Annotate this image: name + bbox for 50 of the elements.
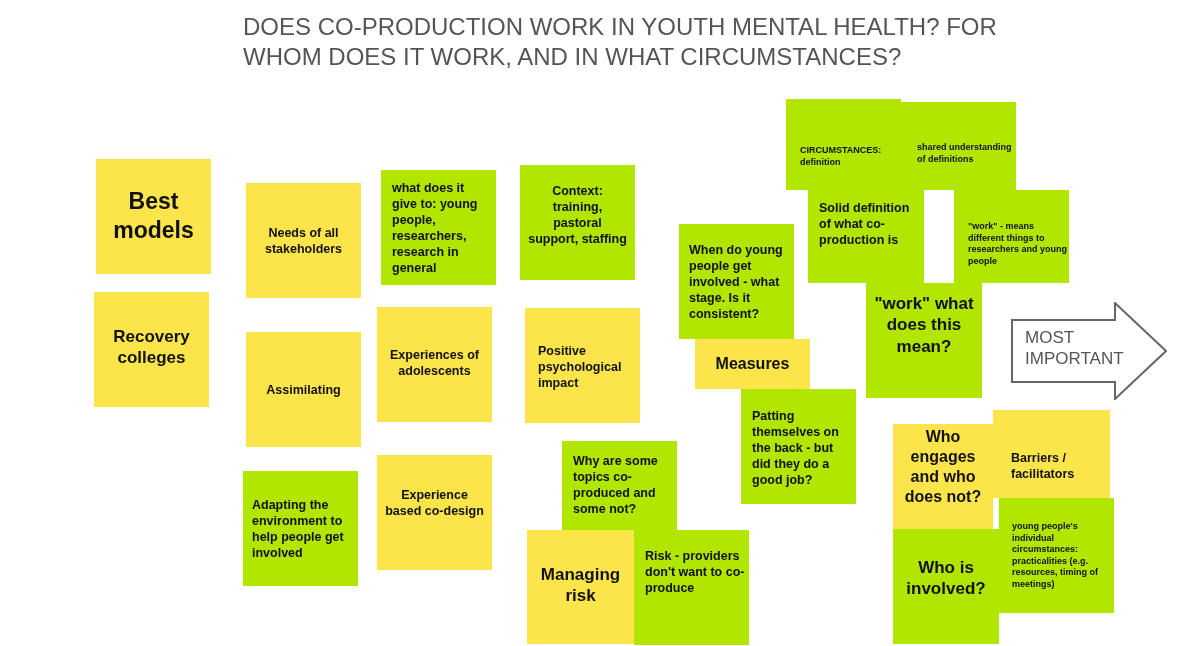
- sticky-note: [381, 170, 496, 285]
- note-text: Context: training, pastoral support, staffing: [528, 183, 627, 247]
- note-text: MOST IMPORTANT: [1025, 327, 1125, 370]
- note-text: CIRCUMSTANCES: definition: [800, 145, 883, 169]
- note-text: When do young people get involved - what stage. Is it consistent?: [689, 242, 784, 322]
- sticky-note: [377, 307, 492, 422]
- sticky-note: [993, 410, 1110, 498]
- note-text: Measures: [714, 354, 791, 374]
- sticky-note: [520, 165, 635, 280]
- sticky-note: [246, 183, 361, 298]
- sticky-note: [246, 332, 361, 447]
- note-text: Managing risk: [539, 564, 622, 607]
- sticky-note: [695, 339, 810, 389]
- note-text: Needs of all stakeholders: [263, 225, 344, 257]
- note-text: Experiences of adolescents: [389, 347, 480, 379]
- note-text: Why are some topics co-produced and some not?: [573, 453, 659, 517]
- note-text: Best models: [112, 187, 195, 245]
- note-text: Experience based co-design: [385, 487, 484, 519]
- sticky-note: [562, 441, 677, 530]
- sticky-note: [893, 529, 999, 644]
- sticky-note: [893, 424, 993, 529]
- note-text: Who engages and who does not?: [903, 427, 983, 507]
- sticky-note: [377, 455, 492, 570]
- sticky-note: [243, 471, 358, 586]
- note-text: Risk - providers don't want to co-produce: [645, 548, 745, 596]
- note-text: Barriers / facilitators: [1011, 450, 1076, 482]
- note-text: shared understanding of definitions: [917, 142, 1012, 166]
- sticky-note: [96, 159, 211, 274]
- sticky-note: [808, 190, 924, 283]
- sticky-note: [954, 190, 1069, 283]
- note-text: Positive psychological impact: [538, 343, 623, 391]
- note-text: Adapting the environment to help people get involved: [252, 497, 345, 561]
- sticky-note: [634, 530, 749, 645]
- note-text: Recovery colleges: [112, 326, 191, 369]
- note-text: Solid definition of what co-production is: [819, 200, 911, 248]
- sticky-note: [94, 292, 209, 407]
- title: DOES CO-PRODUCTION WORK IN YOUTH MENTAL HEALTH? FOR WHOM DOES IT WORK, AND IN WHAT CIRCUMSTANCES?: [243, 12, 998, 72]
- note-text: Who is involved?: [905, 557, 987, 600]
- sticky-note: [866, 283, 982, 398]
- sticky-note: [679, 224, 794, 339]
- sticky-note: [527, 530, 634, 644]
- sticky-note: [525, 308, 640, 423]
- note-text: young people's individual circumstances: practicalities (e.g. resources, timing of meetings): [1012, 521, 1100, 591]
- note-text: "work" what does this mean?: [873, 293, 975, 357]
- note-text: Patting themselves on the back - but did they do a good job?: [752, 408, 840, 488]
- note-text: Assimilating: [265, 382, 342, 398]
- note-text: "work" - means different things to researchers and young people: [968, 221, 1068, 268]
- sticky-note: [999, 498, 1114, 613]
- sticky-note: [741, 389, 856, 504]
- note-text: what does it give to: young people, researchers, research in general: [392, 180, 479, 276]
